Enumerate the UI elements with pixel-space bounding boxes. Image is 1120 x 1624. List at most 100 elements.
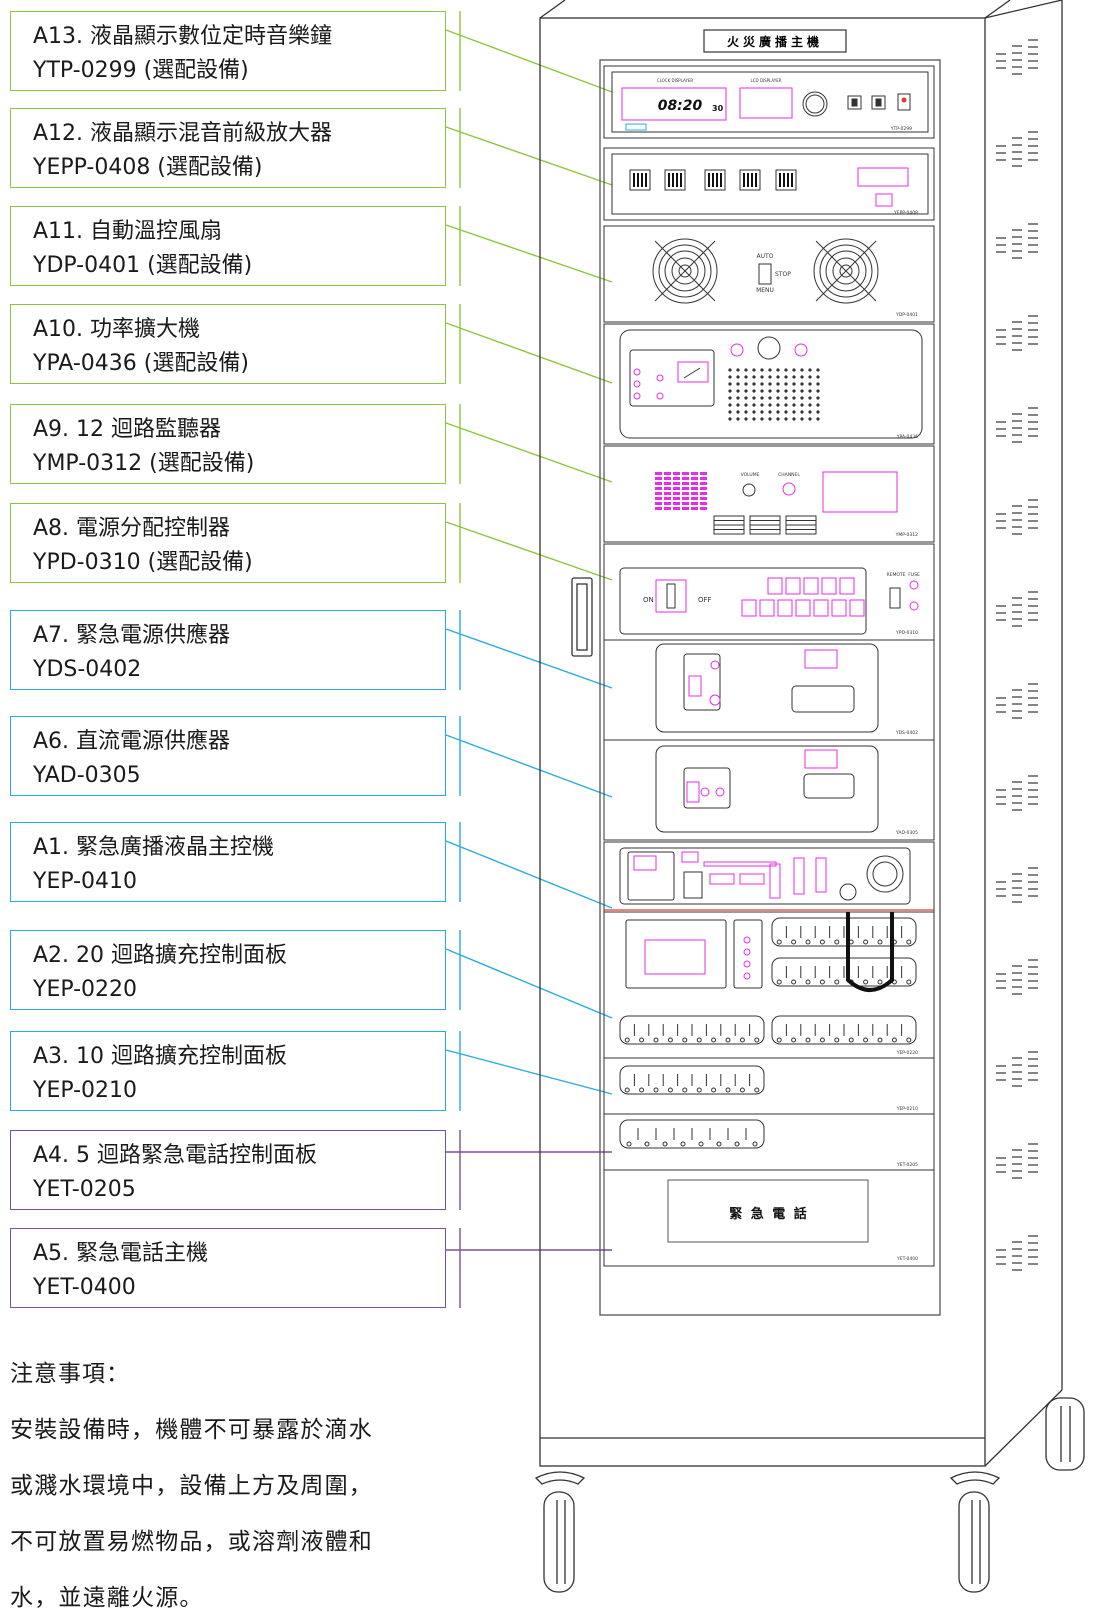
grille-hole [744,389,748,393]
loop-led [805,939,811,945]
label-model: YEP-0410 [33,869,138,894]
monitor-led [655,502,662,505]
grille-hole [728,382,732,386]
grille-hole [776,368,780,372]
grille-hole [768,389,772,393]
pd-breaker [795,599,811,617]
grille-hole [792,382,796,386]
label-title: A13. 液晶顯示數位定時音樂鐘 [33,24,333,49]
loop-led [696,1087,702,1093]
loop-led [791,979,797,985]
monitor-led [700,477,707,480]
monitor-led [673,497,680,500]
loop-led [906,979,912,985]
grille-hole [744,368,748,372]
loop-led [863,979,869,985]
preamp-meter [739,169,761,191]
label-title: A8. 電源分配控制器 [33,516,231,541]
loop-led [662,1141,668,1147]
grille-hole [768,410,772,414]
fan-guard [654,240,716,302]
grille-hole [784,410,788,414]
monitor-led [682,482,689,485]
pd-switch [767,577,783,595]
preamp-meter [704,169,726,191]
grille-hole [728,389,732,393]
unit-20-loop-panel: YEP-0220 [603,911,935,1149]
monitor-led [664,502,671,505]
label-title: A3. 10 迴路擴充控制面板 [33,1044,288,1069]
grille-hole [800,368,804,372]
fan-ring [839,264,853,278]
label-model: YMP-0312 (選配設備) [33,451,255,476]
loop-strip [771,917,917,947]
grille-hole [784,403,788,407]
monitor-led [682,497,689,500]
model-ytp-0299: YTP-0299 [890,126,912,132]
label-title: A12. 液晶顯示混音前級放大器 [33,121,333,146]
pd-fuse-label: FUSE [908,572,920,578]
monitor-channel-label: CHANNEL [778,472,800,478]
pd-switch [839,577,855,595]
label-model: YDS-0402 [33,657,142,682]
grille-hole [784,382,788,386]
grille-hole [736,389,740,393]
label-model: YEPP-0408 (選配設備) [33,155,263,180]
top-plate-label: 火災廣播主機 [727,34,823,49]
monitor-led [682,472,689,475]
label-a13: A13. 液晶顯示數位定時音樂鐘 YTP-0299 (選配設備) [10,11,446,91]
casters [534,1397,1085,1593]
grille-hole [792,375,796,379]
label-title: A2. 20 迴路擴充控制面板 [33,943,288,968]
fan-ring [819,244,873,298]
preamp-meter [664,169,686,191]
grille-hole [736,417,740,421]
loop-led [682,1087,688,1093]
monitor-led [655,497,662,500]
grille-hole [736,403,740,407]
loop-led [776,939,782,945]
monitor-led [691,482,698,485]
monitor-led [682,477,689,480]
grille-hole [784,368,788,372]
model-yep-0220: YEP-0220 [896,1050,918,1056]
loop-led [696,1037,702,1043]
grille-hole [744,396,748,400]
loop-led [791,939,797,945]
fan-menu-label: MENU [756,287,774,294]
monitor-led [655,507,662,510]
model-yep-0210: YEP-0210 [896,1106,918,1112]
grille-hole [816,396,820,400]
fan-ring [671,257,699,285]
pd-breaker [759,599,775,617]
loop-led [834,979,840,985]
loop-led [834,939,840,945]
monitor-led [655,482,662,485]
grille-hole [728,410,732,414]
label-model: YEP-0210 [33,1078,138,1103]
grille-hole [736,410,740,414]
unit-monitor: VOLUME CHANNEL YMP-0312 [603,445,935,543]
label-model: YTP-0299 (選配設備) [33,58,249,83]
fan-ring [664,250,706,292]
fan-ring [652,238,718,304]
grille-hole [768,375,772,379]
grille-hole [752,396,756,400]
label-model: YET-0205 [33,1177,136,1202]
model-ymp-0312: YMP-0312 [895,532,918,538]
loop-led [877,939,883,945]
loop-led [819,1037,825,1043]
grille-hole [728,396,732,400]
grille-hole [816,403,820,407]
grille-hole [760,396,764,400]
loop-strip [619,1065,765,1095]
pd-breaker [831,599,847,617]
model-ydp-0401: YDP-0401 [895,312,918,318]
unit-fan: AUTO STOP MENU YDP-0401 [603,225,935,323]
loop-strip [771,1015,917,1045]
unit-power-amp: YPA-0436 [603,323,935,445]
loop-led [653,1037,659,1043]
pd-breaker [777,599,793,617]
